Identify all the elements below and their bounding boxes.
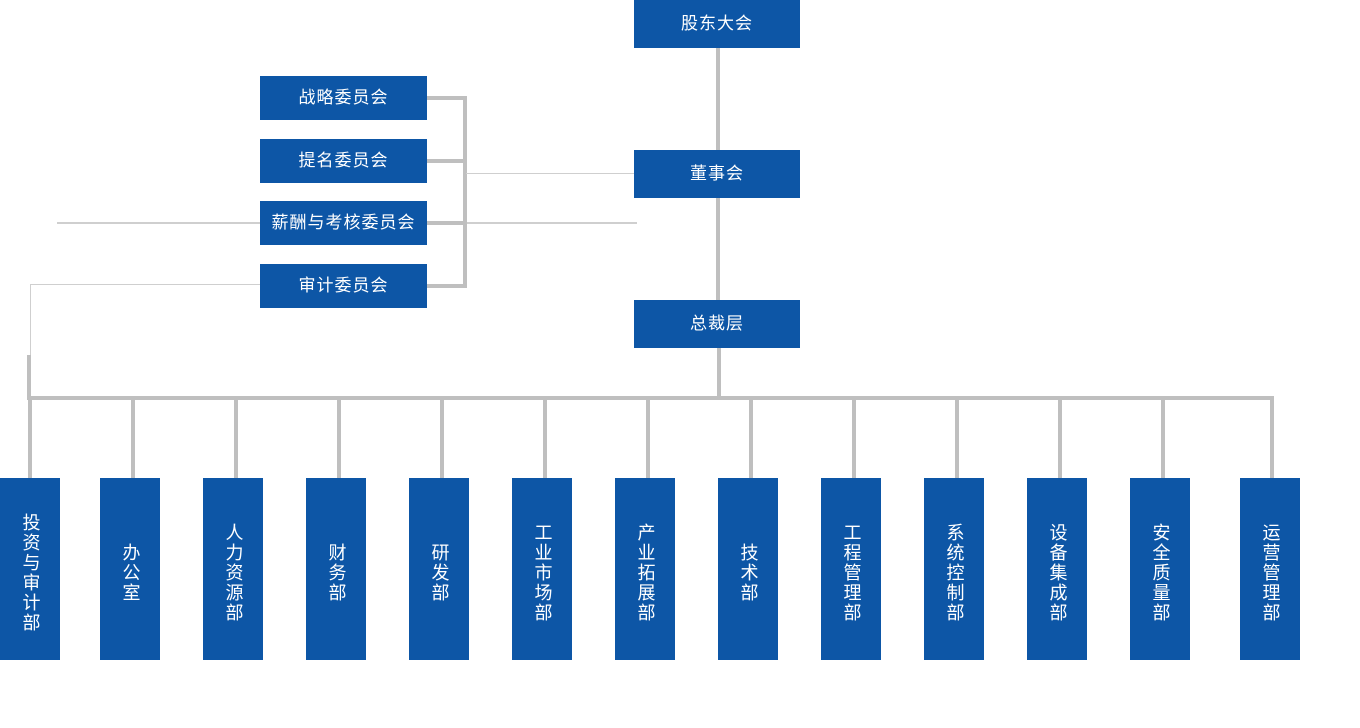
connector-drop-8 bbox=[749, 396, 753, 480]
node-department-equipment-integration[interactable]: 设备集成部 bbox=[1027, 478, 1087, 660]
connector-committee-stub-2 bbox=[427, 159, 467, 163]
connector-compensation-right bbox=[467, 222, 637, 224]
connector-drop-4 bbox=[337, 396, 341, 480]
node-committee-compensation-assessment[interactable]: 薪酬与考核委员会 bbox=[260, 201, 427, 245]
node-department-industry-expansion[interactable]: 产业拓展部 bbox=[615, 478, 675, 660]
connector-audit-down-thick bbox=[27, 355, 31, 400]
node-board-of-directors[interactable]: 董事会 bbox=[634, 150, 800, 198]
connector-audit-left bbox=[30, 284, 262, 285]
connector-drop-5 bbox=[440, 396, 444, 480]
connector-drop-1 bbox=[28, 396, 32, 480]
connector-board-to-president bbox=[716, 198, 720, 300]
connector-president-to-bus bbox=[717, 348, 721, 400]
node-department-investment-audit[interactable]: 投资与审计部 bbox=[0, 478, 60, 660]
connector-drop-10 bbox=[955, 396, 959, 480]
node-department-engineering-management[interactable]: 工程管理部 bbox=[821, 478, 881, 660]
node-department-human-resources[interactable]: 人力资源部 bbox=[203, 478, 263, 660]
node-department-safety-quality[interactable]: 安全质量部 bbox=[1130, 478, 1190, 660]
node-department-system-control[interactable]: 系统控制部 bbox=[924, 478, 984, 660]
connector-department-bus bbox=[29, 396, 1274, 400]
connector-committees-to-board bbox=[466, 173, 636, 174]
node-committee-strategy[interactable]: 战略委员会 bbox=[260, 76, 427, 120]
node-department-operations-management[interactable]: 运营管理部 bbox=[1240, 478, 1300, 660]
connector-committee-stub-3 bbox=[427, 221, 467, 225]
connector-drop-3 bbox=[234, 396, 238, 480]
node-committee-audit[interactable]: 审计委员会 bbox=[260, 264, 427, 308]
connector-drop-12 bbox=[1161, 396, 1165, 480]
connector-drop-9 bbox=[852, 396, 856, 480]
connector-committee-trunk bbox=[463, 96, 467, 288]
connector-drop-7 bbox=[646, 396, 650, 480]
connector-committee-stub-1 bbox=[427, 96, 467, 100]
node-department-finance[interactable]: 财务部 bbox=[306, 478, 366, 660]
node-department-technology[interactable]: 技术部 bbox=[718, 478, 778, 660]
node-president-level[interactable]: 总裁层 bbox=[634, 300, 800, 348]
node-department-office[interactable]: 办公室 bbox=[100, 478, 160, 660]
connector-audit-down bbox=[30, 284, 31, 399]
connector-drop-13 bbox=[1270, 396, 1274, 480]
connector-drop-6 bbox=[543, 396, 547, 480]
node-department-industrial-market[interactable]: 工业市场部 bbox=[512, 478, 572, 660]
connector-compensation-left bbox=[57, 222, 263, 224]
connector-drop-2 bbox=[131, 396, 135, 480]
node-department-research-development[interactable]: 研发部 bbox=[409, 478, 469, 660]
connector-shareholders-to-board bbox=[716, 48, 720, 150]
connector-committee-stub-4 bbox=[427, 284, 467, 288]
connector-drop-11 bbox=[1058, 396, 1062, 480]
node-committee-nomination[interactable]: 提名委员会 bbox=[260, 139, 427, 183]
node-shareholders-meeting[interactable]: 股东大会 bbox=[634, 0, 800, 48]
